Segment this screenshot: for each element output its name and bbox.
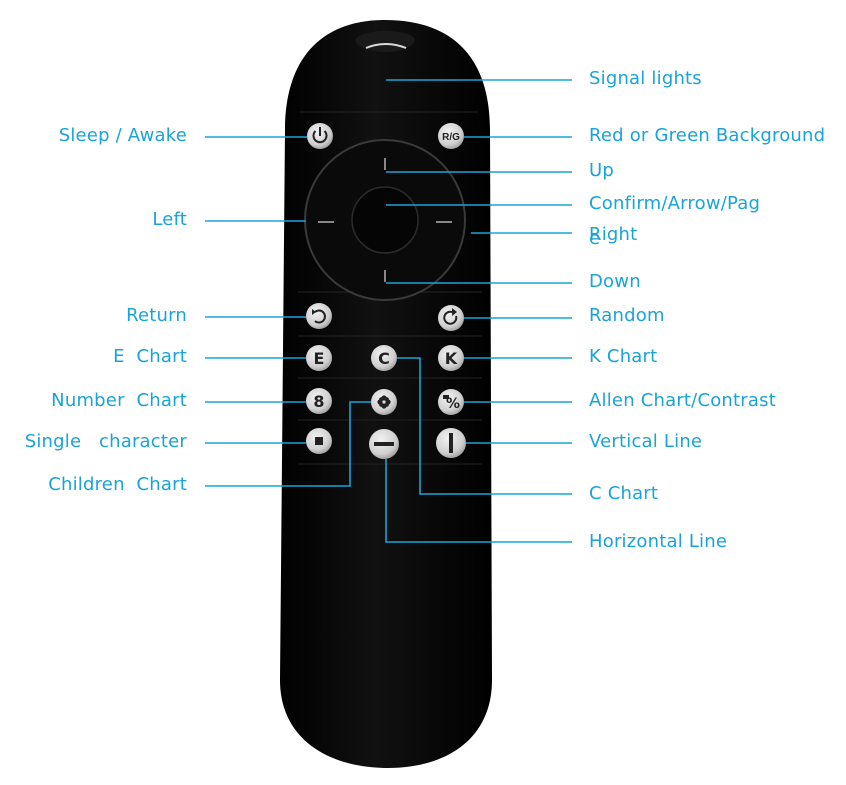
horizontal-line-icon <box>374 442 394 446</box>
label-return: Return <box>126 305 187 326</box>
vertical-line-icon <box>449 433 453 453</box>
label-e-chart: E Chart <box>113 346 187 367</box>
label-random: Random <box>589 305 665 326</box>
label-allen-chart-contrast: Allen Chart/Contrast <box>589 390 776 411</box>
leader-children-chart <box>205 401 371 487</box>
label-number-chart: Number Chart <box>51 390 187 411</box>
dpad[interactable] <box>304 139 466 301</box>
single-character-button[interactable] <box>306 428 332 454</box>
return-button[interactable] <box>306 303 332 329</box>
horizontal-line-button[interactable] <box>369 429 399 459</box>
label-right: Right <box>589 224 638 245</box>
allen-icon <box>443 395 449 399</box>
label-sleep-awake: Sleep / Awake <box>58 125 187 146</box>
c-chart-button-label: C <box>378 349 390 368</box>
c-chart-button[interactable]: C <box>371 345 397 371</box>
k-chart-button[interactable]: K <box>438 345 464 371</box>
random-button[interactable] <box>438 305 464 331</box>
number-chart-button[interactable]: 8 <box>306 388 332 414</box>
leader-lines <box>205 79 572 543</box>
flower-icon <box>377 395 391 409</box>
return-icon <box>314 309 326 324</box>
children-chart-button[interactable] <box>371 389 397 415</box>
label-left: Left <box>152 209 187 230</box>
rg-button[interactable]: R/G <box>438 123 464 149</box>
e-chart-button[interactable]: E <box>306 345 332 371</box>
leader-c-chart <box>397 357 572 495</box>
label-down: Down <box>589 271 641 292</box>
allen-chart-button-label: % <box>446 396 460 412</box>
label-signal-lights: Signal lights <box>589 68 702 89</box>
label-k-chart: K Chart <box>589 346 658 367</box>
leader-horizontal-line <box>385 459 572 543</box>
label-red-green-background: Red or Green Background <box>589 125 826 146</box>
label-confirm-arrow-page: Confirm/Arrow/Pag <box>589 193 761 214</box>
random-icon <box>443 310 458 325</box>
label-single-character: Single character <box>24 431 187 452</box>
power-icon <box>312 130 328 144</box>
label-children-chart: Children Chart <box>48 474 187 495</box>
label-vertical-line: Vertical Line <box>589 431 703 452</box>
square-icon <box>315 437 323 445</box>
label-horizontal-line: Horizontal Line <box>589 531 728 552</box>
rg-button-label: R/G <box>442 132 460 143</box>
label-up: Up <box>589 160 615 181</box>
allen-chart-button[interactable]: % <box>438 389 464 415</box>
e-chart-button-label: E <box>314 349 325 368</box>
k-chart-button-label: K <box>445 349 458 368</box>
label-c-chart: C Chart <box>589 483 659 504</box>
number-chart-button-label: 8 <box>313 392 324 411</box>
vertical-line-button[interactable] <box>436 428 466 458</box>
power-button[interactable] <box>307 123 333 149</box>
label-confirm-arrow-page-tail: e <box>589 228 601 249</box>
